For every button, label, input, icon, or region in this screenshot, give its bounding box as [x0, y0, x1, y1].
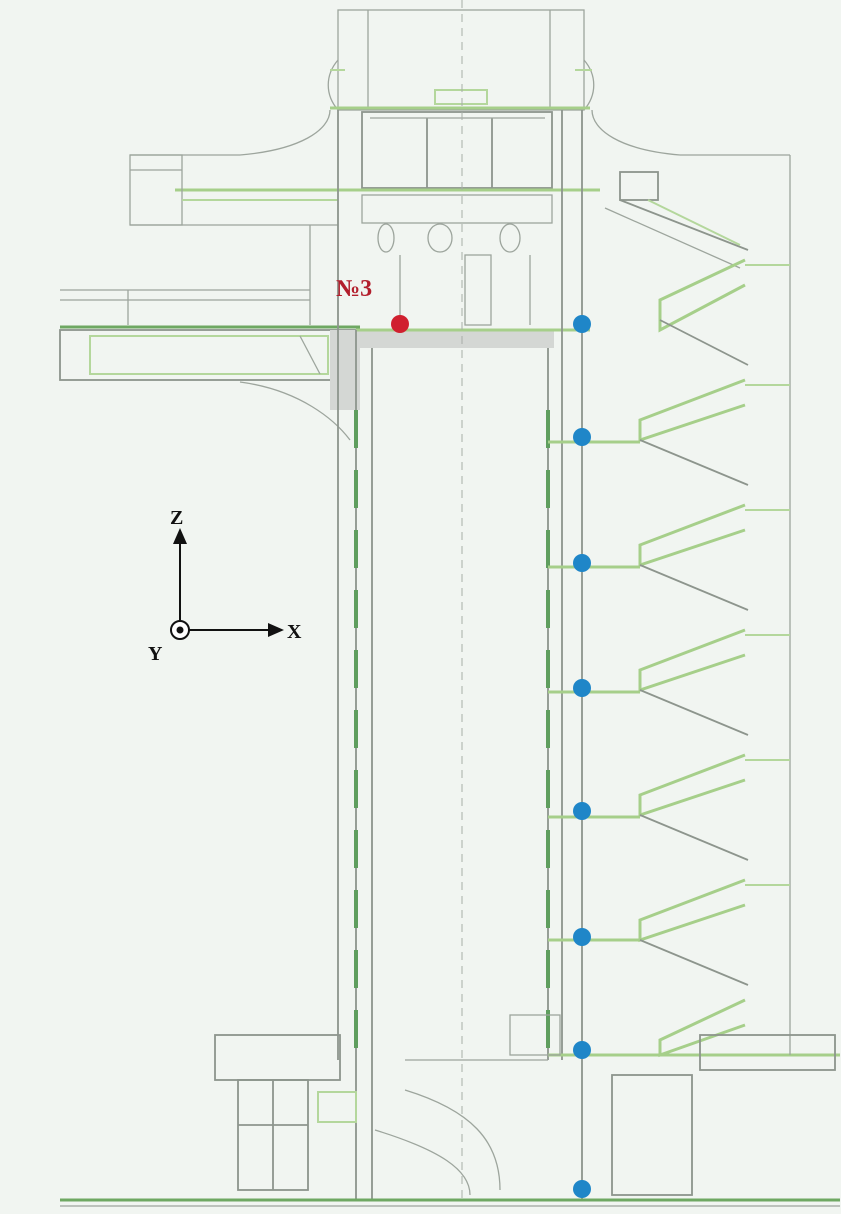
walkway-bridge	[59, 325, 360, 441]
y-axis-label: Y	[148, 643, 163, 665]
staircase	[604, 155, 791, 1058]
blue-point-marker	[573, 1041, 591, 1059]
left-upper-structure	[60, 154, 338, 325]
blue-point-marker	[573, 428, 591, 446]
blue-point-marker	[573, 554, 591, 572]
roof-structure	[130, 9, 790, 156]
x-axis-label: X	[287, 621, 302, 643]
blue-point-marker	[573, 679, 591, 697]
blue-measurement-points	[573, 315, 591, 1198]
x-axis-arrow	[268, 623, 284, 637]
red-point-marker	[391, 315, 409, 333]
blue-point-marker	[573, 928, 591, 946]
machine-room	[175, 111, 600, 326]
axis-gizmo: Z X Y	[148, 507, 302, 665]
red-measurement-point: №3	[336, 276, 409, 333]
floor-ledges	[548, 440, 840, 1057]
elevator-shaft	[337, 0, 590, 1200]
ground-level	[60, 1014, 840, 1207]
red-point-label: №3	[336, 276, 372, 302]
z-axis-label: Z	[170, 507, 183, 529]
blue-point-marker	[573, 1180, 591, 1198]
blue-point-marker	[573, 315, 591, 333]
z-axis-arrow	[173, 528, 187, 544]
blue-point-marker	[573, 802, 591, 820]
